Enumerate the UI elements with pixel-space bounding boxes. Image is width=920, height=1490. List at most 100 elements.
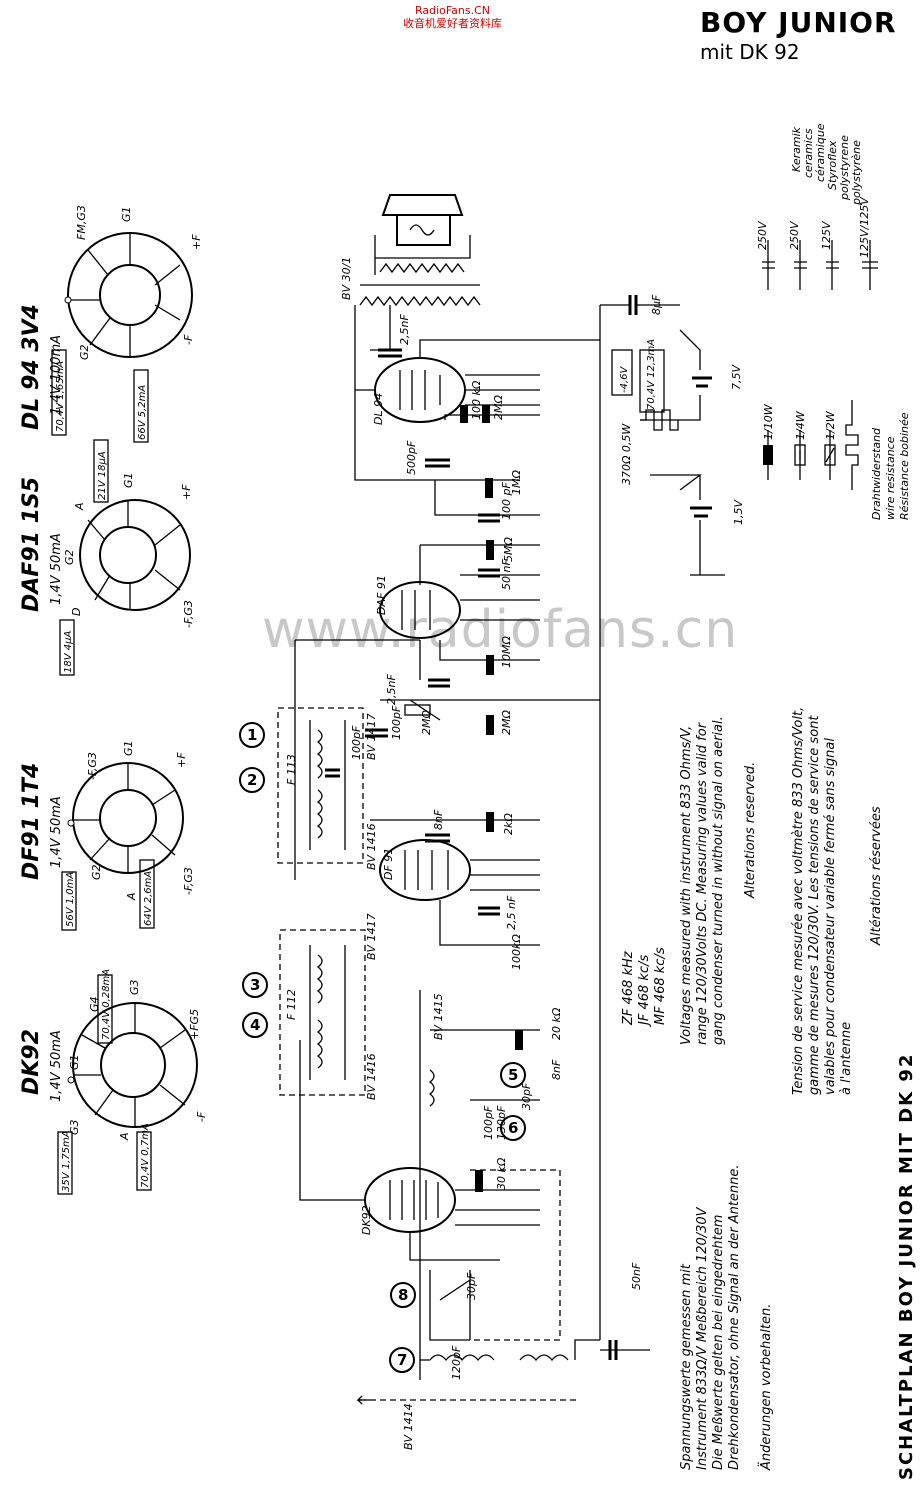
notes: ZF 468 kHz JF 468 kc/s MF 468 kc/s Volta… [621,707,917,1480]
tube-name: DAF91 1S5 [19,477,44,612]
tube-pinout-daf91: DAF91 1S5 1,4V 50mA A G1 G2 D +F -F,G3 2… [19,439,195,676]
component-label: 2,5 nF [505,895,518,930]
legend-label: Keramik [790,126,803,172]
source-watermark: RadioFans.CN 收音机爱好者资料库 [403,4,502,30]
page-watermark: www.radiofans.cn [262,600,739,660]
pin-label: D [70,608,83,616]
legend-label: 125V/125V [858,196,871,258]
test-point-label: 5 [508,1066,518,1084]
legend-label: Styroflex [826,140,839,190]
component-label: 30 kΩ [495,1157,508,1190]
pin-label: G3 [68,1119,81,1135]
note-line: Voltages measured with instrument 833 Oh… [679,726,694,1045]
note-line: Drehkondensator, ohne Signal an der Ante… [727,1164,742,1470]
component-label: 100pF [482,1105,495,1140]
pin-label: A [73,502,86,511]
component-label: BV 1416 [365,1053,378,1100]
component-label: 1MΩ [510,470,523,495]
component-legend: 250V 250V 125V 125V/125V Keramik ceramic… [756,123,911,520]
if-transformer-2 [279,929,366,1096]
legend-label: Résistance bobinée [898,412,911,520]
test-point-label: 8 [398,1286,408,1304]
tube-label: DK92 [360,1205,373,1235]
component-label: BV 1415 [432,993,445,1040]
pin-label: G2 [63,549,76,565]
note-line: Spannungswerte gemessen mit [679,1263,694,1470]
legend-label: 125V [820,220,833,250]
note-line: Altérations réservées [869,806,884,946]
voltage-box: 35V 1,75mA [61,1130,72,1192]
legend-label: 250V [756,220,769,250]
component-label: 30pF [520,1082,533,1110]
tube-pinout-dl94: DL 94 3V4 1,4V 100mA FM,G3 G1 G2 +F -F 7… [19,205,203,443]
note-line: range 120/30Volts DC. Measuring values v… [695,721,710,1045]
legend-label: polystyrène [850,140,863,206]
component-label: BV 1417 [365,913,378,960]
if-frequency: JF 468 kc/s [637,955,652,1028]
pin-label: G2 [90,864,103,880]
legend-label: 1/10W [762,403,775,440]
note-line: Tension de service mesurée avec voltmètr… [791,707,806,1095]
tube-name: DK92 [19,1029,44,1095]
pin-label: G2 [78,344,91,360]
component-label: 100kΩ [510,934,523,970]
voltage-box: 70,4V 0,7mA [140,1123,151,1188]
schematic-title: BOY JUNIOR [700,6,897,39]
component-label: F 112 [285,989,298,1020]
component-label: F 113 [285,754,298,785]
circuit: BV 30/1 DL 94 2,5nF 100 kΩ 2MΩ 8μF -4,6V… [239,194,745,1450]
component-label: 5MΩ [502,537,515,562]
tube-spec: 1,4V 50mA [49,796,64,868]
component-label: 500pF [405,440,418,475]
pin-label: -F,G3 [182,600,195,628]
voltage-box: 56V 1,0mA [65,872,76,927]
test-point-label: 4 [250,1016,260,1034]
legend-label: polystyrene [838,135,851,201]
component-label: BV 30/1 [340,257,353,300]
pin-label: G1 [122,740,135,756]
component-label: BV 1416 [365,823,378,870]
component-label: 100pF [350,725,363,760]
legend-label: ceramics [802,128,815,178]
tube-label: DF 91 [382,848,395,880]
component-label: 50nF [630,1262,643,1290]
legend-label: céramique [814,123,827,182]
voltage-box: 70,4V 0,28mA [101,969,112,1040]
note-line: Die Meßwerte gelten bei eingedrehtem [711,1215,726,1470]
tube-label: DAF 91 [375,575,388,615]
if-frequency: MF 468 kc/s [653,947,668,1025]
tube-name: DF91 1T4 [19,763,44,880]
pin-label: -F [182,334,195,345]
test-point-label: 1 [247,726,257,744]
component-label: 2MΩ [492,395,505,420]
pin-label: +FG5 [188,1009,201,1040]
voltage-box: 64V 2,6mA [143,871,154,926]
test-point-label: 3 [250,976,260,994]
pin-label: FM,G3 [75,205,88,240]
test-point-label: 6 [508,1119,518,1137]
source-name: 收音机爱好者资料库 [403,17,502,30]
component-label: 120pF [450,1345,463,1380]
pin-label: A [125,892,138,901]
component-label: 100pF [390,705,403,740]
voltage-box: -4,6V [619,365,630,393]
speaker-icon [381,194,464,246]
pin-label: +F [180,484,193,500]
tube-pinout-dk92: DK92 1,4V 50mA G4 G3 G1 G3 A +FG5 -F 70,… [19,969,208,1195]
legend-label: wire resistance [884,436,897,520]
component-label: 8μF [650,294,663,315]
component-label: BV 1414 [402,1403,415,1450]
component-label: 30pF [465,1272,478,1300]
note-line: Alterations reserved. [743,762,758,899]
component-label: 20 kΩ [550,1007,563,1040]
note-line: Instrument 833Ω/V Meßbereich 120/30V [695,1206,710,1470]
voltage-box: 66V 5,2mA [137,385,148,440]
pin-label: -F [195,1111,208,1122]
pin-label: +F [175,752,188,768]
component-label: 100 pF [500,482,513,520]
component-label: 2MΩ [500,710,513,735]
component-label: 2,5nF [385,674,398,705]
pin-label: +F [190,234,203,250]
component-label: 50 nF [500,559,513,590]
component-label: 370Ω 0,5W [620,423,633,485]
